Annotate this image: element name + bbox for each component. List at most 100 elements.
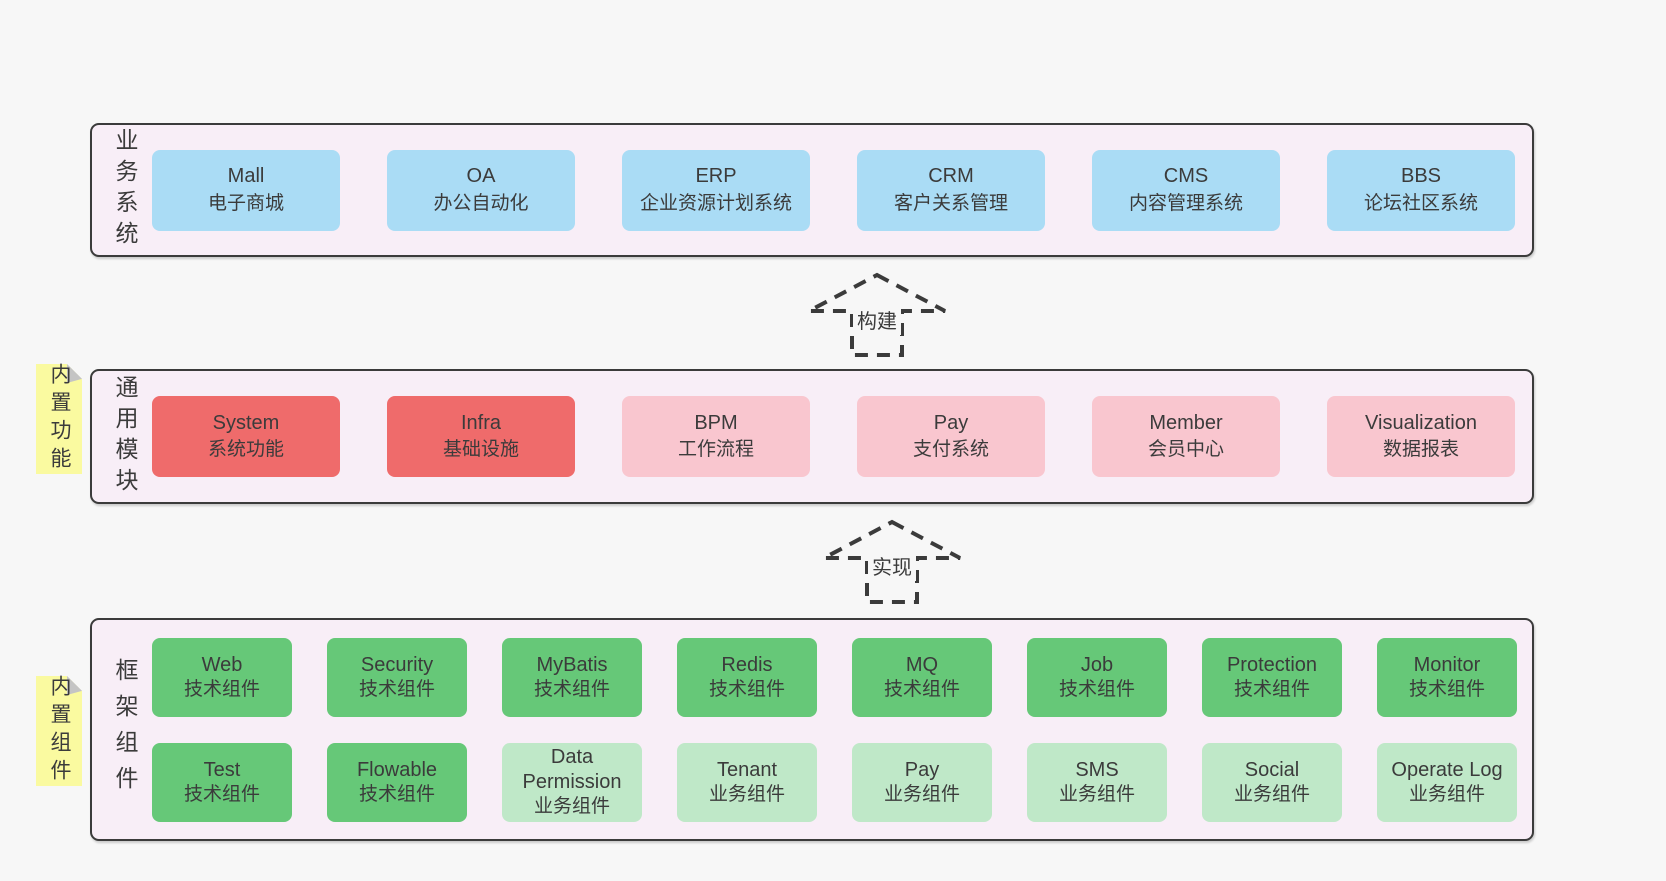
box-title: Test — [203, 758, 241, 781]
box-cms: CMS 内容管理系统 — [1092, 149, 1280, 231]
box-title: CMS — [1163, 165, 1209, 188]
box-bbs: BBS 论坛社区系统 — [1327, 149, 1515, 231]
box-title: Data Permission — [522, 746, 622, 794]
box-crm: CRM 客户关系管理 — [857, 149, 1045, 231]
box-title: Security — [360, 653, 434, 676]
box-title: Web — [201, 653, 243, 676]
arrow-build-label: 构建 — [853, 304, 901, 335]
arrow-implement: 实现 — [820, 516, 964, 608]
box-pay-component: Pay 业务组件 — [852, 742, 992, 822]
framework-row-1: Web 技术组件 Security 技术组件 MyBatis 技术组件 Redi… — [92, 637, 1532, 717]
box-title: Pay — [933, 411, 969, 434]
box-title: OA — [466, 165, 496, 188]
box-erp: ERP 企业资源计划系统 — [622, 149, 810, 231]
box-title: ERP — [695, 165, 737, 188]
box-title: Infra — [460, 411, 502, 434]
box-monitor: Monitor 技术组件 — [1377, 637, 1517, 717]
box-subtitle: 支付系统 — [912, 439, 989, 461]
box-subtitle: 技术组件 — [883, 678, 960, 700]
box-title: Operate Log — [1391, 758, 1503, 781]
box-subtitle: 企业资源计划系统 — [639, 192, 792, 214]
box-pay-module: Pay 支付系统 — [857, 396, 1045, 477]
box-test: Test 技术组件 — [152, 742, 292, 822]
box-oa: OA 办公自动化 — [387, 149, 575, 231]
box-title: Flowable — [356, 758, 438, 781]
common-modules-boxes: System 系统功能 Infra 基础设施 BPM 工作流程 Pay 支付系统… — [92, 371, 1532, 502]
box-subtitle: 会员中心 — [1147, 439, 1224, 461]
note-built-in-components-label: 内置组件 — [48, 675, 71, 787]
box-subtitle: 技术组件 — [1233, 678, 1310, 700]
box-title: Social — [1244, 758, 1300, 781]
box-title: Pay — [904, 758, 940, 781]
box-job: Job 技术组件 — [1027, 637, 1167, 717]
box-subtitle: 业务组件 — [708, 783, 785, 805]
box-system: System 系统功能 — [152, 396, 340, 477]
sticky-note-paper — [36, 676, 82, 786]
box-subtitle: 内容管理系统 — [1128, 192, 1243, 214]
box-title: Mall — [227, 165, 265, 188]
box-subtitle: 业务组件 — [1233, 783, 1310, 805]
box-infra: Infra 基础设施 — [387, 396, 575, 477]
framework-row-2: Test 技术组件 Flowable 技术组件 Data Permission … — [92, 742, 1532, 822]
box-title: MyBatis — [536, 653, 608, 676]
box-title: Redis — [721, 653, 773, 676]
box-title: Tenant — [716, 758, 778, 781]
note-built-in-components: 内置组件 — [36, 675, 82, 787]
box-subtitle: 基础设施 — [442, 439, 519, 461]
box-tenant: Tenant 业务组件 — [677, 742, 817, 822]
box-bpm: BPM 工作流程 — [622, 396, 810, 477]
framework-components-layer: 框架组件 Web 技术组件 Security 技术组件 MyBatis 技术组件… — [90, 618, 1534, 841]
box-title: Job — [1080, 653, 1114, 676]
box-social: Social 业务组件 — [1202, 742, 1342, 822]
common-modules-label: 通用模块 — [112, 374, 138, 499]
up-arrow-dashed-icon — [808, 272, 946, 357]
box-title: System — [212, 411, 280, 434]
box-subtitle: 技术组件 — [708, 678, 785, 700]
box-subtitle: 办公自动化 — [433, 192, 529, 214]
box-subtitle: 数据报表 — [1382, 439, 1459, 461]
box-title: Member — [1149, 411, 1223, 434]
sticky-note-paper — [36, 364, 82, 474]
box-security: Security 技术组件 — [327, 637, 467, 717]
box-subtitle: 技术组件 — [183, 783, 260, 805]
box-title: BPM — [694, 411, 738, 434]
box-subtitle: 工作流程 — [677, 439, 754, 461]
business-systems-label: 业务系统 — [112, 128, 138, 252]
box-mq: MQ 技术组件 — [852, 637, 992, 717]
framework-components-rows: Web 技术组件 Security 技术组件 MyBatis 技术组件 Redi… — [92, 620, 1532, 839]
box-subtitle: 业务组件 — [533, 796, 610, 818]
box-subtitle: 业务组件 — [883, 783, 960, 805]
box-title: CRM — [928, 165, 974, 188]
box-subtitle: 系统功能 — [207, 439, 284, 461]
note-built-in-features: 内置功能 — [36, 363, 82, 475]
box-subtitle: 技术组件 — [358, 783, 435, 805]
box-title: Visualization — [1365, 411, 1477, 434]
box-title: Protection — [1226, 653, 1318, 676]
common-modules-layer: 通用模块 System 系统功能 Infra 基础设施 BPM 工作流程 Pay… — [90, 369, 1534, 504]
box-subtitle: 客户关系管理 — [893, 192, 1008, 214]
box-subtitle: 业务组件 — [1408, 783, 1485, 805]
box-mybatis: MyBatis 技术组件 — [502, 637, 642, 717]
box-subtitle: 技术组件 — [533, 678, 610, 700]
box-data-permission: Data Permission 业务组件 — [502, 742, 642, 822]
box-subtitle: 业务组件 — [1058, 783, 1135, 805]
business-systems-layer: 业务系统 Mall 电子商城 OA 办公自动化 ERP 企业资源计划系统 CRM… — [90, 123, 1534, 257]
box-member: Member 会员中心 — [1092, 396, 1280, 477]
box-subtitle: 技术组件 — [358, 678, 435, 700]
box-title: Monitor — [1413, 653, 1481, 676]
note-built-in-features-label: 内置功能 — [48, 363, 71, 475]
box-flowable: Flowable 技术组件 — [327, 742, 467, 822]
box-operate-log: Operate Log 业务组件 — [1377, 742, 1517, 822]
box-title: BBS — [1400, 165, 1442, 188]
box-subtitle: 电子商城 — [207, 192, 284, 214]
box-title: MQ — [905, 653, 939, 676]
box-visualization: Visualization 数据报表 — [1327, 396, 1515, 477]
box-sms: SMS 业务组件 — [1027, 742, 1167, 822]
up-arrow-dashed-icon — [823, 519, 961, 604]
arrow-implement-label: 实现 — [868, 550, 916, 581]
box-subtitle: 技术组件 — [1058, 678, 1135, 700]
box-protection: Protection 技术组件 — [1202, 637, 1342, 717]
business-systems-boxes: Mall 电子商城 OA 办公自动化 ERP 企业资源计划系统 CRM 客户关系… — [92, 125, 1532, 255]
box-mall: Mall 电子商城 — [152, 149, 340, 231]
box-title: SMS — [1075, 758, 1119, 781]
